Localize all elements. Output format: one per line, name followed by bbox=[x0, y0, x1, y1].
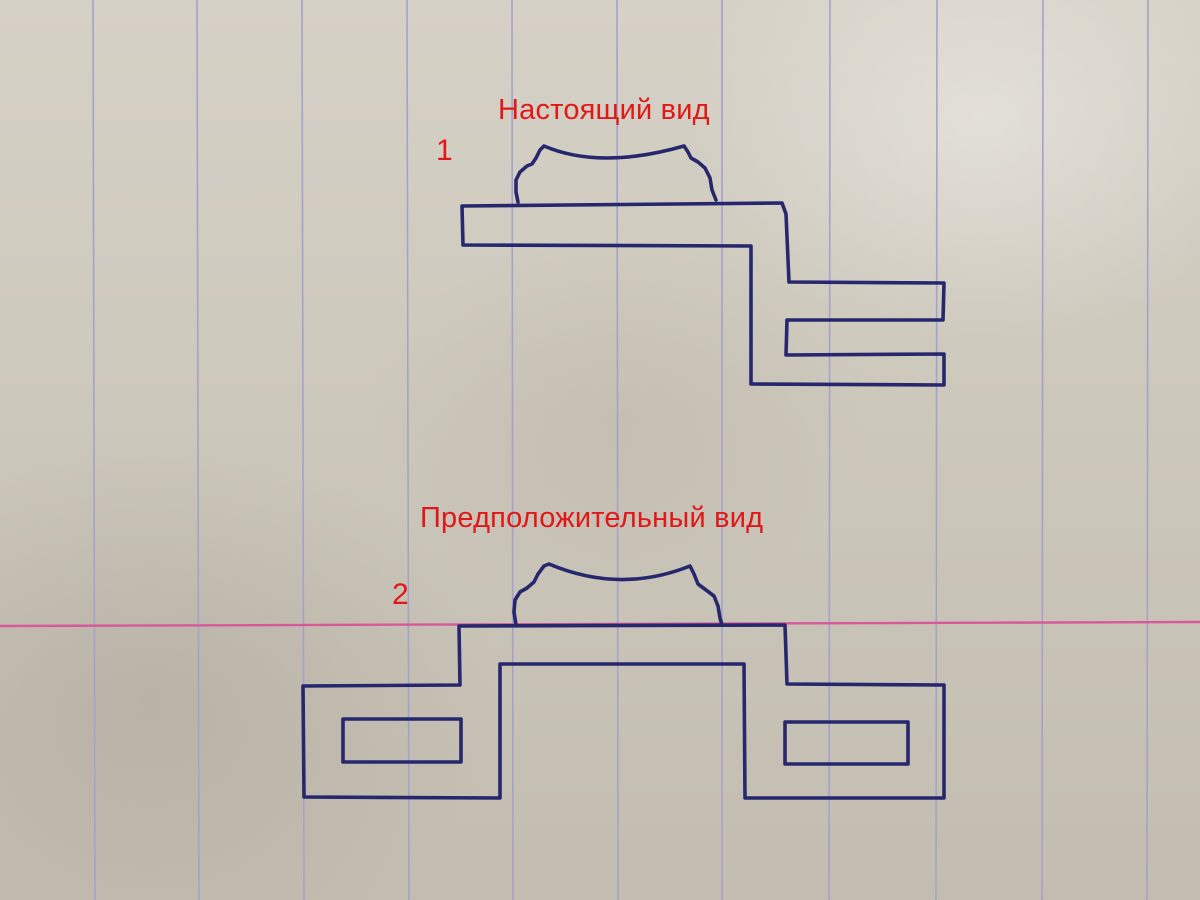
ruled-line bbox=[1041, 0, 1044, 900]
figure-1-body-outline bbox=[460, 201, 946, 387]
figure-2-number: 2 bbox=[392, 578, 409, 611]
ruled-line bbox=[616, 0, 619, 900]
ruled-line bbox=[406, 0, 410, 900]
figure-2-title: Предположительный вид bbox=[420, 502, 764, 534]
ink-drawings bbox=[301, 144, 946, 800]
figure-1-number: 1 bbox=[436, 134, 453, 167]
ruled-line bbox=[828, 0, 831, 900]
ruled-line bbox=[1146, 0, 1149, 900]
figure-2-drawing bbox=[301, 562, 946, 800]
figure-2-left-slot bbox=[341, 717, 463, 764]
ruled-line bbox=[935, 0, 938, 900]
ruled-line bbox=[92, 0, 96, 900]
figure-2-body-outline bbox=[301, 623, 946, 800]
ruled-line bbox=[196, 0, 200, 900]
ruled-lines bbox=[92, 0, 1149, 900]
figure-1-drawing bbox=[460, 144, 946, 387]
figure-2-knob bbox=[512, 562, 724, 627]
figure-2-right-slot bbox=[783, 720, 910, 766]
figure-1-knob bbox=[514, 144, 718, 204]
figure-1-title: Настоящий вид bbox=[498, 94, 710, 126]
ruled-line bbox=[511, 0, 514, 900]
